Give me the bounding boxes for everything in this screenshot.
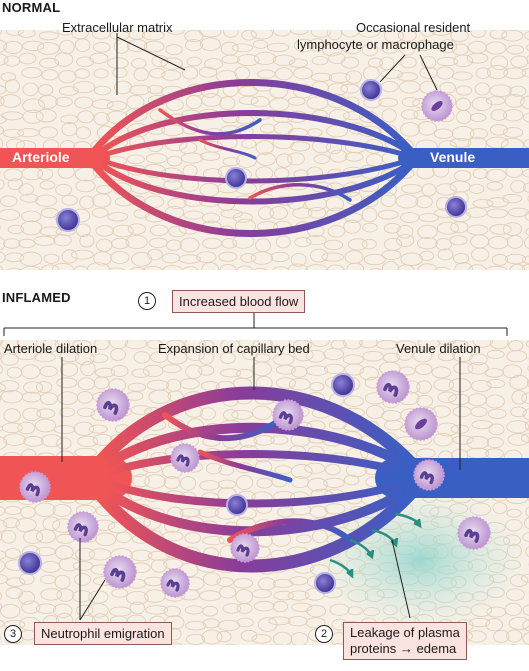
venule-dilation-label: Venule dilation <box>396 341 481 356</box>
capillary-bed-label: Expansion of capillary bed <box>158 341 310 356</box>
step-2-arrow: → <box>399 641 413 656</box>
neutrophil-cell <box>160 568 190 598</box>
step-2-edema-text: edema <box>416 641 457 656</box>
normal-capillary-network <box>0 79 529 237</box>
step-2-number: 2 <box>315 625 333 643</box>
step-2-label: Leakage of plasma proteins → edema <box>343 622 467 660</box>
step-2-label-line2: proteins → edema <box>350 641 460 657</box>
plasma-leakage-arrows <box>329 512 422 579</box>
step-2-label-line1: Leakage of plasma <box>350 625 460 640</box>
neutrophil-cell <box>230 533 260 563</box>
resident-cell-label-line1: Occasional resident <box>356 20 471 35</box>
step-1-number: 1 <box>138 292 156 310</box>
neutrophil-cell <box>413 459 445 491</box>
lymphocyte-cell <box>226 494 248 516</box>
macrophage-cell <box>404 407 438 441</box>
neutrophil-cell <box>170 443 200 473</box>
neutrophil-cell <box>376 370 410 404</box>
lymphocyte-cell <box>445 196 467 218</box>
lymphocyte-cell <box>225 167 247 189</box>
lymphocyte-cell <box>18 551 42 575</box>
neutrophil-cell <box>67 511 99 543</box>
arteriole-dilation-label: Arteriole dilation <box>4 341 98 356</box>
neutrophil-cell <box>19 471 51 503</box>
step-3-label: Neutrophil emigration <box>34 622 172 645</box>
lymphocyte-cell <box>331 373 355 397</box>
neutrophil-cell <box>457 516 491 550</box>
neutrophil-cell <box>272 399 304 431</box>
neutrophil-cell <box>96 388 130 422</box>
neutrophil-cell <box>103 555 137 589</box>
lymphocyte-cell <box>314 572 336 594</box>
edema-region <box>310 490 529 630</box>
step-1-label: Increased blood flow <box>172 290 306 313</box>
venule-label: Venule <box>430 149 476 165</box>
step-3-number: 3 <box>4 625 22 643</box>
arteriole-label: Arteriole <box>12 149 70 165</box>
inflamed-section-title: INFLAMED <box>2 290 71 305</box>
macrophage-cell <box>421 90 453 122</box>
lymphocyte-cell <box>56 208 80 232</box>
normal-section-title: NORMAL <box>2 0 61 15</box>
cell-group <box>18 79 491 598</box>
leader-lines <box>3 33 508 621</box>
extracellular-matrix-label: Extracellular matrix <box>62 20 173 35</box>
step-2-proteins-text: proteins <box>350 641 397 656</box>
resident-cell-label-line2: lymphocyte or macrophage <box>297 37 454 52</box>
lymphocyte-cell <box>360 79 382 101</box>
